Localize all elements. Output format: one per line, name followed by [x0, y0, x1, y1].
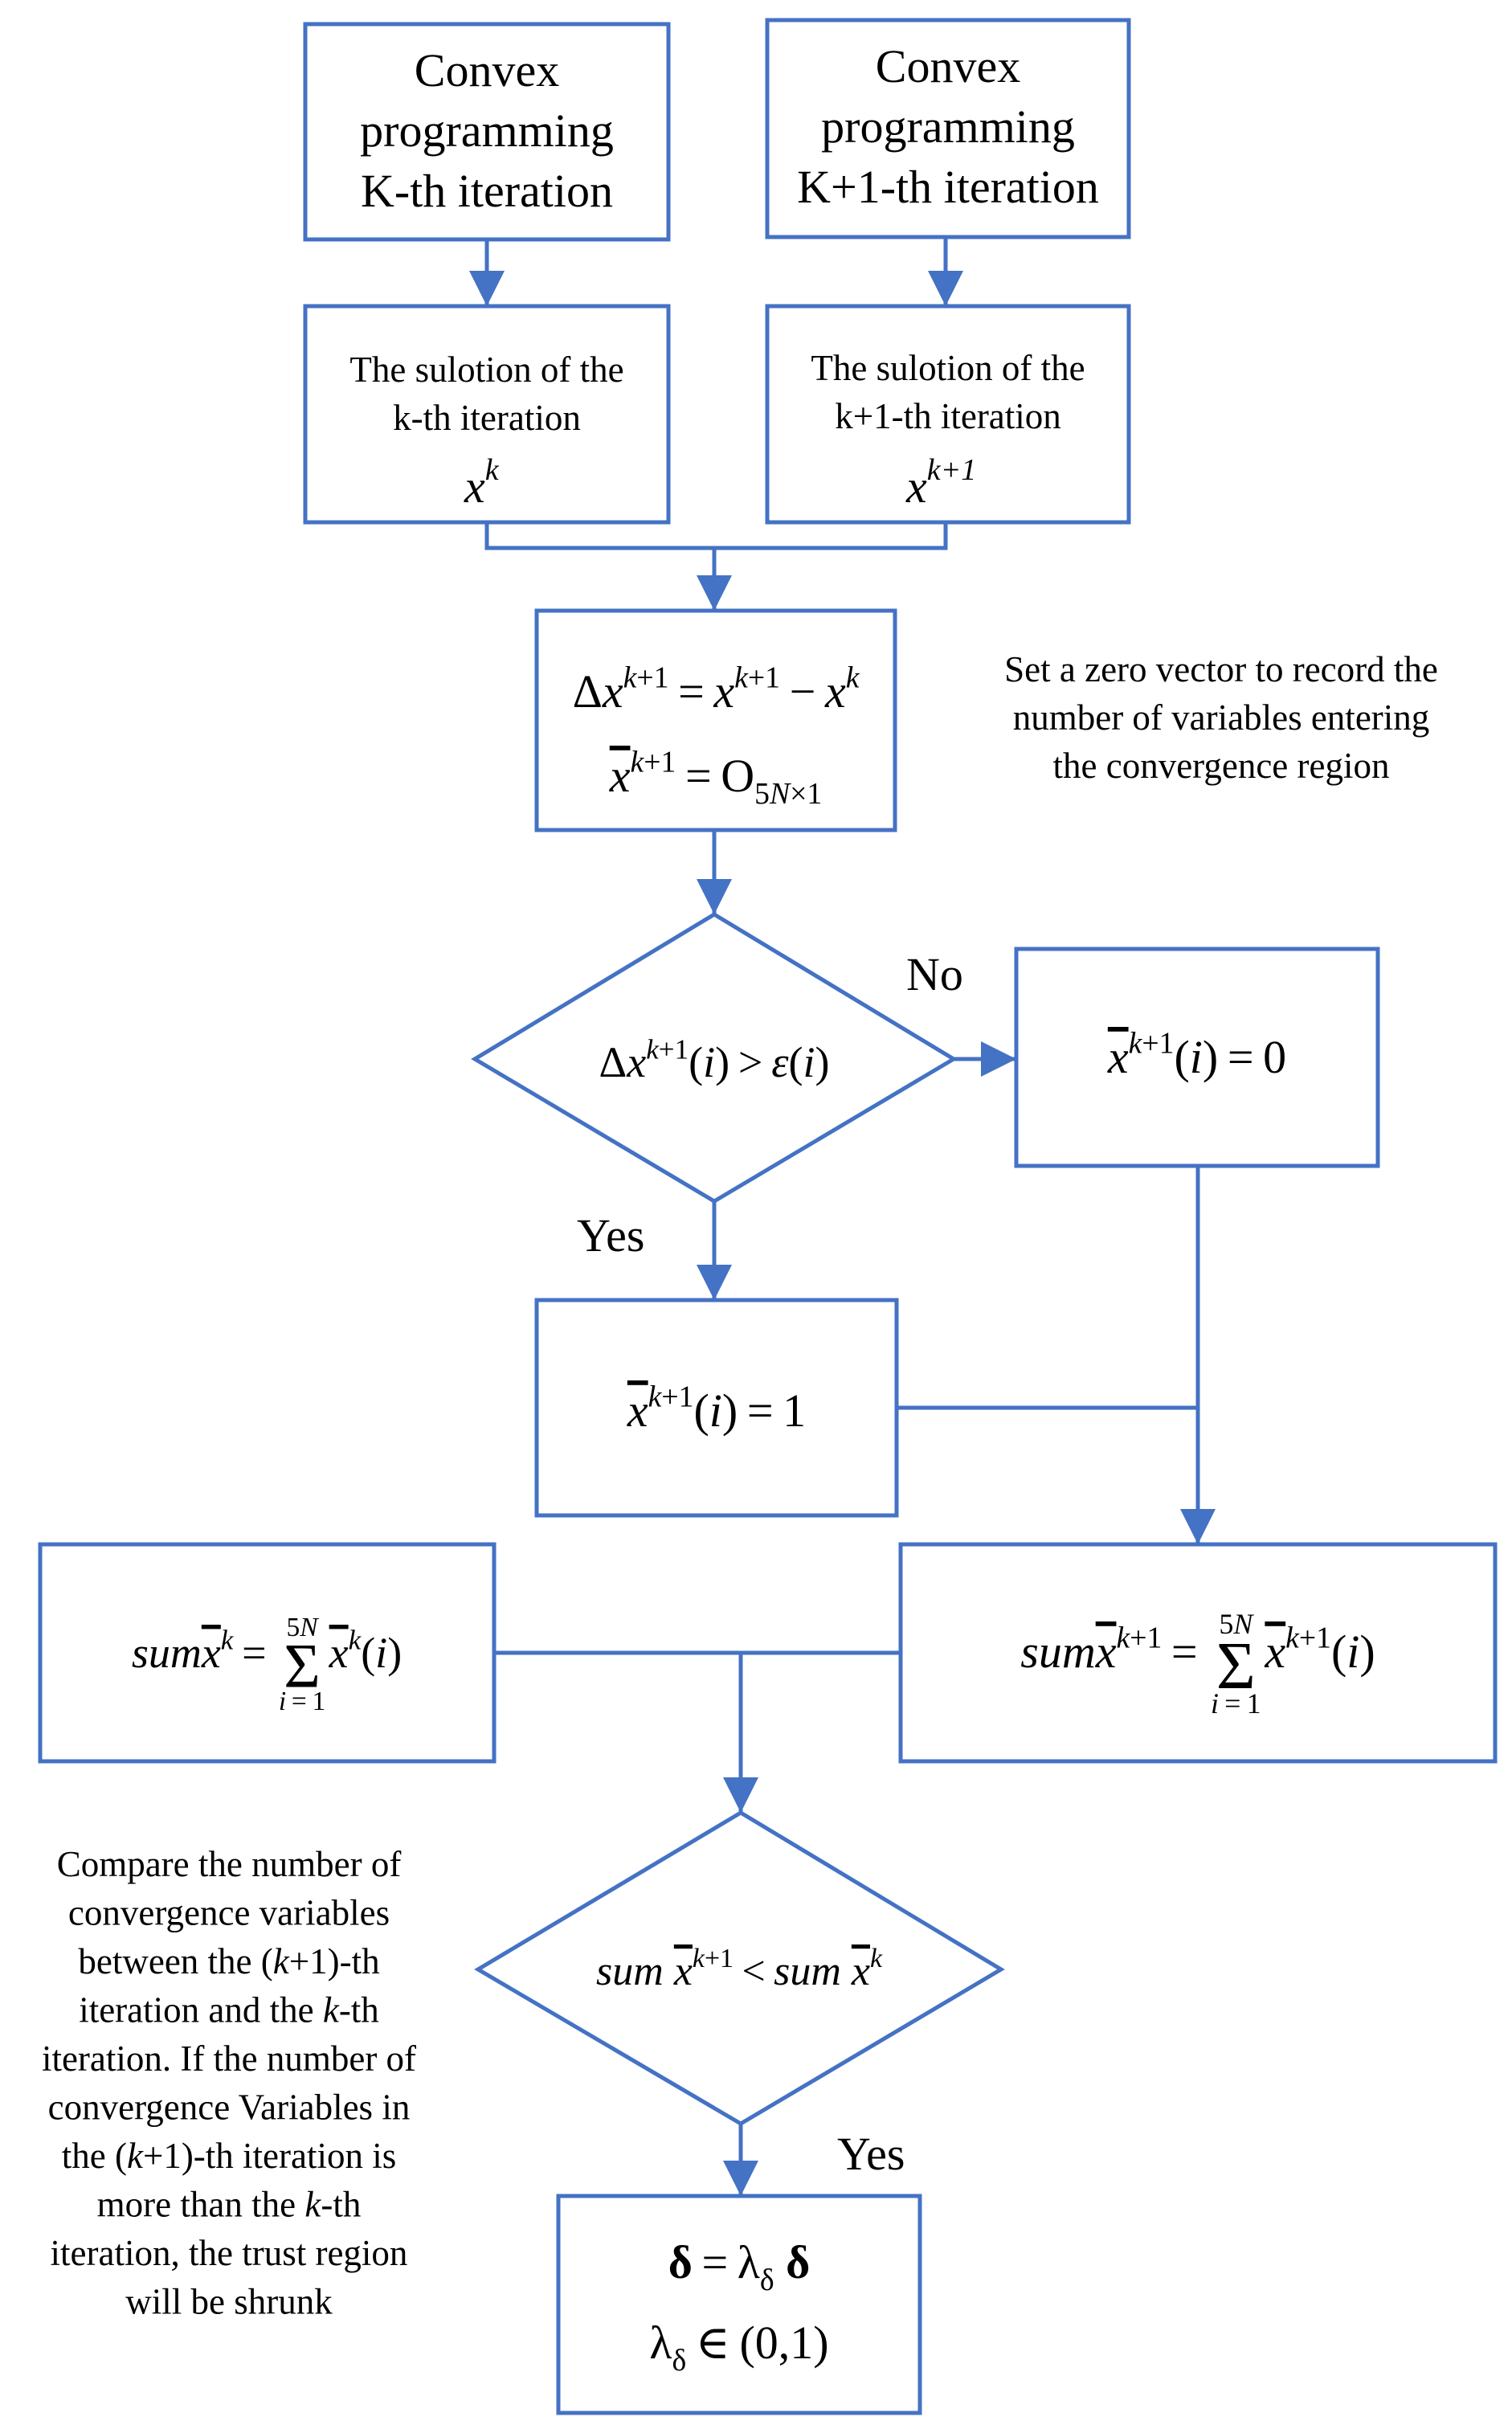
formula-sum-k1-sigma: Σ	[1216, 1629, 1256, 1703]
compare-note-line-1: Compare the number of	[57, 1844, 402, 1884]
compare-note-line-2: convergence variables	[68, 1893, 390, 1933]
box-kth-solution-line-2: k-th iteration	[393, 398, 581, 438]
init-note-line-1: Set a zero vector to record the	[1004, 649, 1438, 689]
merge-line-solutions	[484, 522, 948, 550]
compare-note-line-7: the (k+1)-th iteration is	[62, 2136, 397, 2176]
formula-set-zero: xk+1(i) = 0	[1107, 1027, 1286, 1083]
box-kth-solution: The sulotion of the k-th iteration xk	[303, 304, 671, 525]
compare-note-line-10: will be shrunk	[125, 2282, 333, 2322]
formula-set-one: xk+1(i) = 1	[627, 1380, 806, 1437]
compare-note-line-5: iteration. If the number of	[42, 2038, 416, 2079]
box-kth-solution-line-1: The sulotion of the	[349, 350, 623, 390]
box-kth-iteration: Convex programming K-th iteration	[303, 22, 671, 242]
label-yes-2: Yes	[837, 2128, 905, 2180]
box-kth-line-3: K-th iteration	[361, 165, 613, 217]
box-trust-region-update: δ = λδ δ λδ ∈ (0,1)	[556, 2194, 922, 2415]
compare-note-line-4: iteration and the k-th	[79, 1990, 379, 2030]
compare-note-line-9: iteration, the trust region	[51, 2233, 408, 2273]
box-delta-init: Δxk+1 = xk+1 − xk xk+1 = O5N×1	[534, 608, 897, 832]
formula-delta-x: Δxk+1 = xk+1 − xk	[573, 661, 860, 718]
formula-sum-k-lhs: sumxk =	[132, 1624, 276, 1677]
decision-convergence: Δxk+1(i) > ε(i)	[471, 912, 958, 1204]
formula-sum-k-sigma: Σ	[284, 1630, 321, 1700]
formula-sum-k-lower-limit: i = 1	[279, 1687, 325, 1716]
decision-compare: sum xk+1 < sum xk	[474, 1810, 1005, 2126]
formula-lambda-range: λδ ∈ (0,1)	[649, 2317, 828, 2378]
box-kth-line-1: Convex	[415, 44, 559, 96]
box-k1th-line-2: programming	[821, 100, 1075, 153]
label-no: No	[906, 948, 963, 1000]
box-k1th-line-1: Convex	[876, 40, 1020, 92]
compare-note-line-3: between the (k+1)-th	[78, 1941, 379, 1981]
init-note-line-3: the convergence region	[1053, 746, 1390, 786]
formula-sum-k1-rhs: xk+1(i)	[1264, 1621, 1375, 1678]
formula-compare: sum xk+1 < sum xk	[596, 1944, 883, 1994]
box-k1th-solution-line-1: The sulotion of the	[811, 348, 1085, 388]
formula-sum-k1-lhs: sumxk+1 =	[1020, 1621, 1207, 1678]
connectors	[469, 237, 1216, 2196]
box-k1th-solution-line-2: k+1-th iteration	[835, 396, 1061, 436]
init-note: Set a zero vector to record the number o…	[1004, 649, 1438, 786]
compare-note-line-8: more than the k-th	[97, 2185, 362, 2225]
formula-sum-k1-lower-limit: i = 1	[1211, 1687, 1261, 1720]
box-k1th-solution: The sulotion of the k+1-th iteration xk+…	[765, 304, 1131, 525]
formula-init-zero-vector: xk+1 = O5N×1	[609, 746, 823, 811]
label-yes-1: Yes	[577, 1209, 644, 1262]
box-k1th-iteration: Convex programming K+1-th iteration	[765, 18, 1131, 239]
compare-note-line-6: convergence Variables in	[48, 2088, 411, 2128]
init-note-line-2: number of variables entering	[1013, 697, 1430, 738]
box-kth-line-2: programming	[360, 104, 614, 157]
box-k1th-line-3: K+1-th iteration	[797, 161, 1099, 213]
formula-condition: Δxk+1(i) > ε(i)	[599, 1033, 830, 1086]
formula-sum-k-rhs: xk(i)	[329, 1624, 403, 1677]
box-set-one: xk+1(i) = 1	[534, 1298, 899, 1518]
solution-x-k1: xk+1	[905, 453, 976, 513]
box-set-zero: xk+1(i) = 0	[1014, 947, 1380, 1168]
solution-x-k: xk	[464, 453, 500, 513]
formula-sum-k-upper-limit: 5N	[287, 1613, 320, 1642]
formula-update-delta: δ = λδ δ	[668, 2236, 811, 2297]
compare-note: Compare the number of convergence variabl…	[42, 1844, 416, 2322]
formula-sum-k1-upper-limit: 5N	[1219, 1608, 1254, 1640]
